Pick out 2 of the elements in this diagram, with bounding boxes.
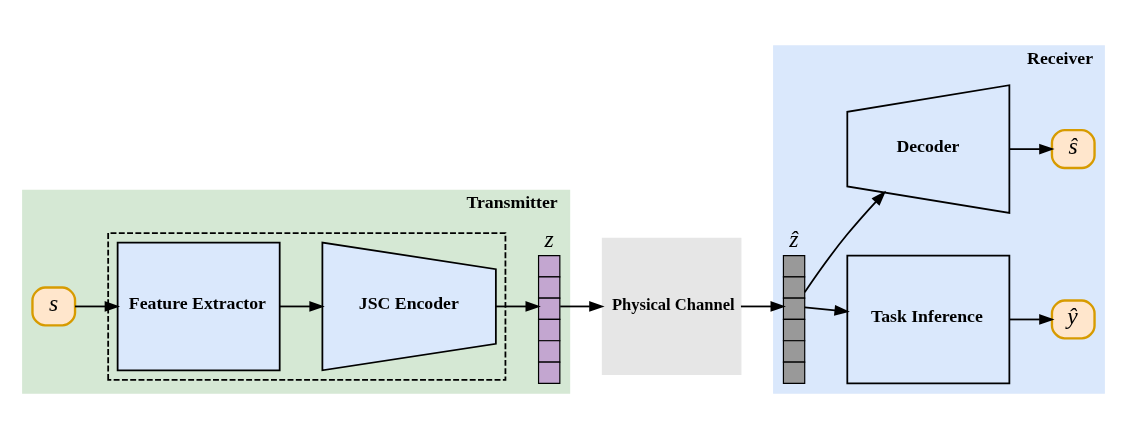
node-label: ẑ [789,226,799,253]
node-label: z [544,226,554,253]
